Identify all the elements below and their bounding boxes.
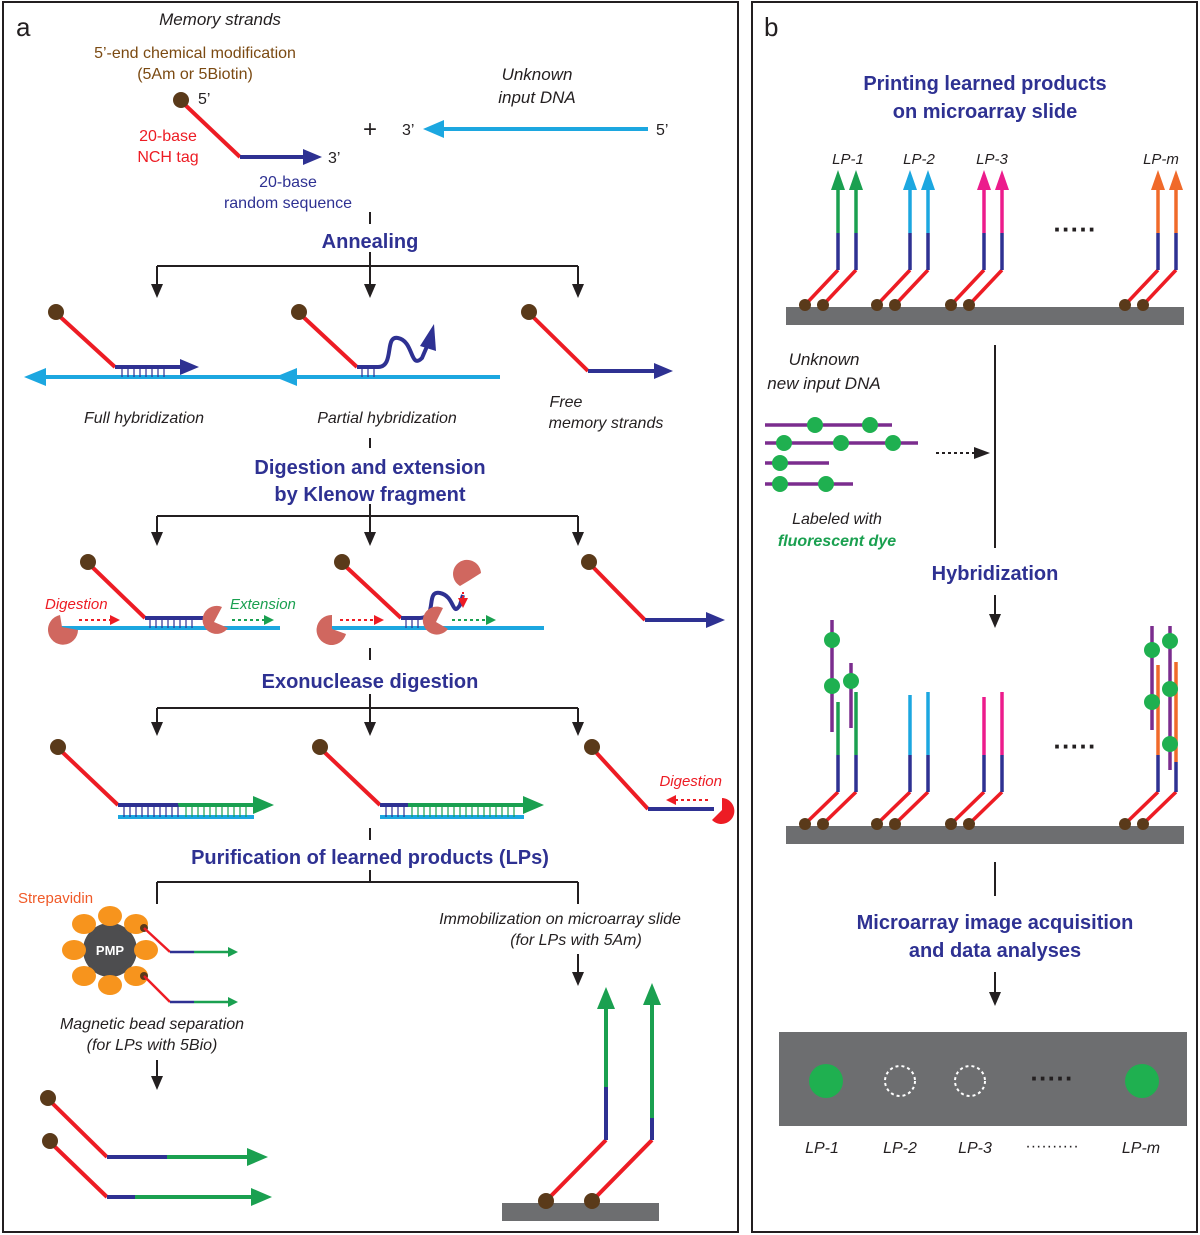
panel-b-title-2: on microarray slide — [893, 101, 1078, 123]
pmp-label: PMP — [96, 943, 125, 958]
panel-b-letter: b — [764, 12, 778, 42]
bottom-label-ellipsis: ·········· — [1025, 1138, 1078, 1155]
flow-arrow-hyb — [989, 595, 1001, 628]
labeled-input-dna — [765, 417, 918, 492]
lp-label-3: LP-3 — [976, 151, 1008, 168]
memory-strands-title: Memory strands — [159, 10, 281, 29]
spot-lp-2 — [884, 1065, 916, 1097]
fluorescent-dye-icon — [772, 417, 901, 492]
panel-a-frame — [2, 1, 739, 1233]
partial-hyb-label: Partial hybridization — [317, 410, 457, 427]
panel-b-frame — [751, 1, 1198, 1233]
fluorescent-dye-label: fluorescent dye — [778, 533, 896, 550]
labeled-with-label: Labeled with — [792, 511, 882, 528]
bottom-label-3: LP-3 — [958, 1140, 992, 1157]
magnetic-label-1: Magnetic bead separation — [60, 1016, 244, 1033]
klenow-enzyme-icon — [48, 615, 78, 645]
klenow-enzyme-icon — [422, 606, 448, 635]
nch-tag-line2: NCH tag — [137, 149, 198, 166]
lp-label-m: LP-m — [1143, 151, 1179, 168]
nch-tag-line1: 20-base — [139, 128, 197, 145]
step-klenow-1: Digestion and extension — [254, 457, 485, 479]
input-dotted-arrow — [936, 447, 990, 459]
exo-free-diagram — [584, 739, 714, 811]
mod-label-1: 5’-end chemical modification — [94, 45, 296, 62]
spot-lp-m — [1125, 1064, 1159, 1098]
immobilized-lps-diagram — [502, 983, 661, 1221]
free-memory-strand-diagram — [521, 304, 673, 379]
klenow-enzyme-icon — [202, 605, 228, 634]
free-label-2: memory strands — [549, 415, 664, 432]
magnetic-label-2: (for LPs with 5Bio) — [87, 1037, 218, 1054]
mod-label-2: (5Am or 5Biotin) — [137, 66, 253, 83]
klenow-enzyme-icon — [316, 614, 346, 645]
step-purification: Purification of learned products (LPs) — [191, 847, 549, 869]
exo-digestion-label: Digestion — [659, 773, 722, 790]
step-hybridization: Hybridization — [932, 563, 1059, 585]
input-dna-line2: input DNA — [498, 88, 575, 107]
plus-sign: + — [363, 116, 377, 143]
bottom-label-m: LP-m — [1122, 1140, 1160, 1157]
klenow-enzyme-icon — [453, 559, 481, 586]
lp-ellipsis-top: ····· — [1053, 214, 1096, 244]
spot-lp-3 — [954, 1065, 986, 1097]
new-input-label-1: Unknown — [789, 350, 860, 369]
flow-arrow-immob — [572, 954, 584, 986]
panel-b-title-1: Printing learned products — [863, 73, 1106, 95]
strepavidin-label: Strepavidin — [18, 890, 93, 907]
extension-label: Extension — [230, 596, 296, 613]
purified-lps-diagram — [40, 1090, 272, 1206]
free-label-1: Free — [550, 394, 583, 411]
random-seq-line2: random sequence — [224, 195, 352, 212]
spot-lp-1 — [809, 1064, 843, 1098]
modification-bead — [173, 92, 189, 108]
step-acquisition-1: Microarray image acquisition — [857, 912, 1134, 934]
flow-connector-purify — [156, 828, 579, 904]
magnetic-bead-icon — [62, 906, 238, 1007]
five-prime-label: 5’ — [198, 91, 210, 108]
input-dna-line1: Unknown — [502, 65, 573, 84]
flow-arrow-acq — [989, 972, 1001, 1006]
hybridized-slide-diagram — [786, 620, 1184, 844]
klenow-full-diagram — [54, 554, 280, 630]
klenow-free-diagram — [581, 554, 725, 628]
full-hybridization-diagram — [24, 304, 280, 386]
full-hyb-label: Full hybridization — [84, 410, 204, 427]
printed-slide-diagram — [786, 170, 1184, 325]
lp-ellipsis-bottom: ····· — [1030, 1063, 1073, 1093]
exo-partial-diagram — [312, 739, 544, 819]
exonuclease-icon — [712, 798, 735, 824]
digestion-label: Digestion — [45, 596, 108, 613]
exo-full-diagram — [50, 739, 274, 819]
input-three-prime: 3’ — [402, 122, 414, 139]
immob-label-1: Immobilization on microarray slide — [439, 911, 681, 928]
flow-connector-klenow — [156, 438, 579, 540]
immob-label-2: (for LPs with 5Am) — [510, 932, 642, 949]
lp-ellipsis-mid: ····· — [1053, 731, 1096, 761]
step-exonuclease: Exonuclease digestion — [262, 671, 479, 693]
input-dna-strand — [423, 120, 648, 138]
three-prime-label: 3’ — [328, 150, 340, 167]
input-five-prime: 5’ — [656, 122, 668, 139]
microarray-image — [779, 1032, 1187, 1126]
panel-a-letter: a — [16, 12, 31, 42]
flow-arrow-magnetic — [151, 1060, 163, 1090]
partial-hybridization-diagram — [275, 304, 500, 386]
memory-strand-diagram — [173, 92, 322, 165]
lp-label-1: LP-1 — [832, 151, 864, 168]
random-seq-line1: 20-base — [259, 174, 317, 191]
new-input-label-2: new input DNA — [767, 374, 880, 393]
lp-label-2: LP-2 — [903, 151, 935, 168]
step-klenow-2: by Klenow fragment — [274, 484, 465, 506]
bottom-label-2: LP-2 — [883, 1140, 917, 1157]
step-annealing: Annealing — [322, 231, 419, 253]
bottom-label-1: LP-1 — [805, 1140, 839, 1157]
step-acquisition-2: and data analyses — [909, 940, 1081, 962]
